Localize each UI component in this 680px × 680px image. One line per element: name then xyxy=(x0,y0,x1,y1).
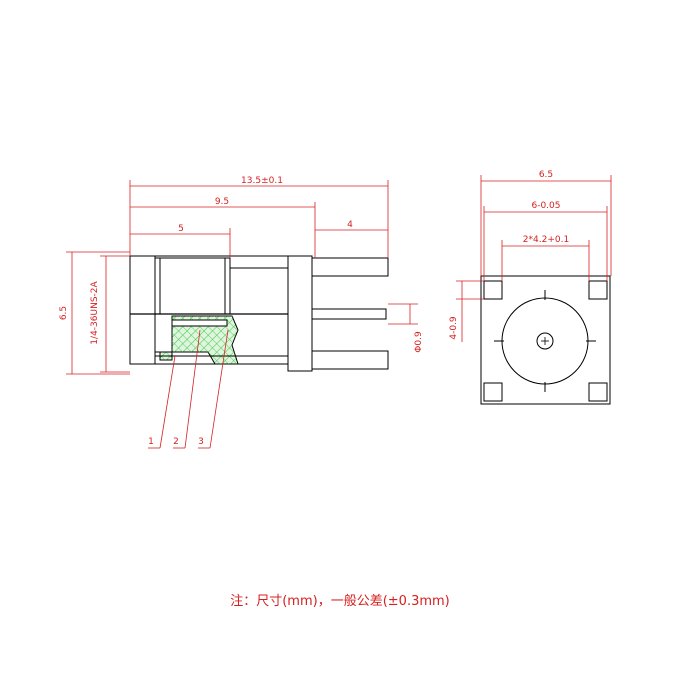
pin-diameter-label: Φ0.9 xyxy=(414,331,424,353)
callout-1: 1 xyxy=(148,437,154,447)
pad-top-left xyxy=(483,280,503,300)
callout-3: 3 xyxy=(198,437,204,447)
center-pin xyxy=(311,308,387,320)
overall-length-label: 13.5±0.1 xyxy=(241,176,283,186)
side-dimensions xyxy=(66,180,418,449)
pin-pitch-label: 6-0.05 xyxy=(531,201,560,211)
tolerance-note: 注：尺寸(mm)，一般公差(±0.3mm) xyxy=(230,594,450,609)
back-flange xyxy=(129,255,156,365)
top-view xyxy=(480,275,611,405)
center-pin-circle xyxy=(536,332,554,350)
top-dimensions xyxy=(456,175,612,342)
pin-size-label: 4-0.9 xyxy=(449,316,459,340)
pin-length-label: 4 xyxy=(347,220,353,230)
inner-pitch-label: 2*4.2+0.1 xyxy=(523,235,569,245)
thread-length-label: 5 xyxy=(178,224,184,234)
pad-top-right xyxy=(588,280,608,300)
pad-bottom-right xyxy=(588,382,608,402)
side-view xyxy=(129,255,389,372)
center-contact xyxy=(171,319,228,327)
bottom-pin xyxy=(311,350,389,370)
callout-2: 2 xyxy=(173,437,179,447)
rear-block xyxy=(287,255,313,372)
body-length-label: 9.5 xyxy=(215,197,229,207)
thread-spec-label: 1/4-36UNS-2A xyxy=(90,280,100,344)
height-label: 6.5 xyxy=(59,306,69,320)
top-width-label: 6.5 xyxy=(539,170,553,180)
thread-section xyxy=(154,257,231,315)
top-pin xyxy=(311,257,389,277)
pad-bottom-left xyxy=(483,382,503,402)
